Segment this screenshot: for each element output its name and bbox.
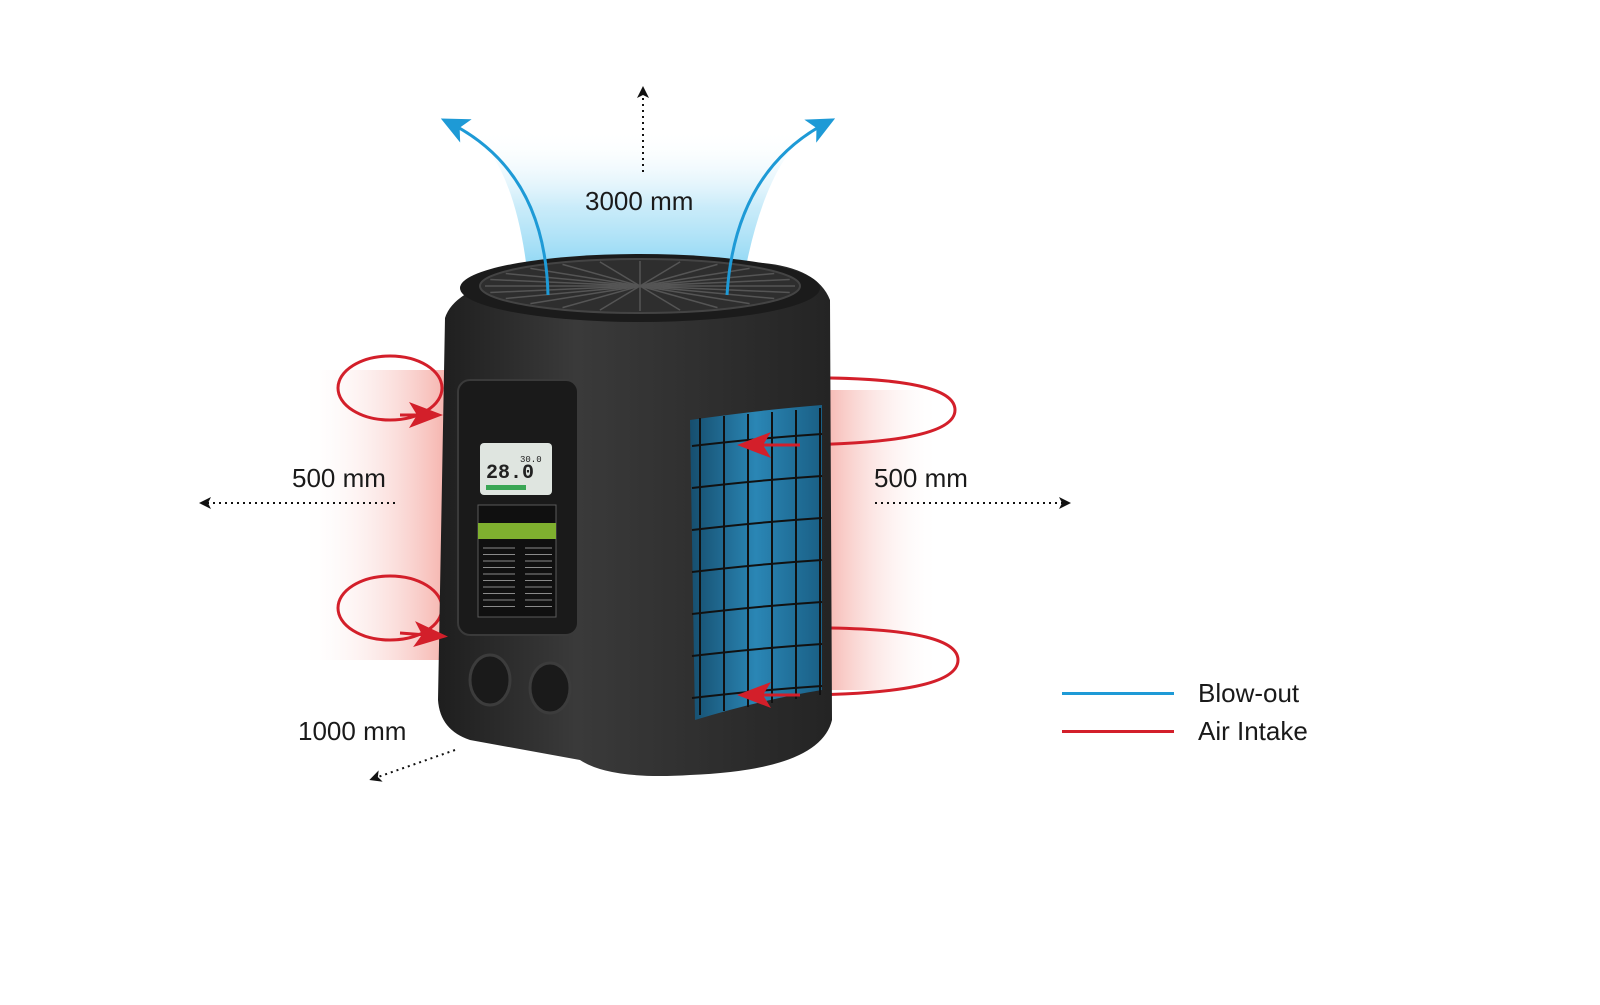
grille-wire-mesh <box>691 408 823 715</box>
fan-spoke <box>639 278 790 287</box>
fan-spoke <box>639 263 718 287</box>
grille-wire-horizontal <box>691 475 823 489</box>
blowout-arrow-left <box>440 118 550 296</box>
fan-spoke <box>530 267 641 287</box>
intake-loop-left-top <box>336 354 444 422</box>
grille-wire-horizontal <box>691 559 823 573</box>
label-green-band <box>478 523 556 539</box>
grille-wire-horizontal <box>691 517 823 531</box>
fan-spoke <box>562 263 641 287</box>
clearance-label-right: 500 mm <box>874 463 968 493</box>
heat-pump-unit: 28.0 30.0 <box>438 254 832 776</box>
fan-spoke <box>639 285 775 300</box>
fan-spoke <box>639 285 681 311</box>
clearance-arrow-front <box>369 749 456 782</box>
label-text-lines <box>483 547 552 607</box>
legend-swatch-blowout <box>1062 692 1174 695</box>
fan-spoke <box>639 285 718 309</box>
legend-label-intake: Air Intake <box>1198 716 1308 746</box>
fan-spoke <box>639 285 790 294</box>
fan-spoke <box>562 285 641 309</box>
fan-spoke <box>505 285 641 300</box>
control-panel-display <box>480 443 552 495</box>
fan-spoke <box>530 285 641 305</box>
grille-wire-horizontal <box>691 643 823 657</box>
blowout-glow <box>470 130 810 300</box>
water-outlet-port <box>528 661 572 715</box>
blowout-arrow-right <box>725 118 836 296</box>
intake-loop-right-bottom <box>789 626 960 697</box>
display-small-reading: 30.0 <box>520 455 542 465</box>
intake-arrow-left-bottom <box>399 621 448 648</box>
intake-loop-right-top <box>779 376 957 447</box>
clearance-label-front: 1000 mm <box>298 716 407 746</box>
fan-spoke <box>639 272 775 287</box>
legend-label-blowout: Blow-out <box>1198 678 1300 708</box>
fan-spoke <box>639 267 750 287</box>
legend-swatch-intake <box>1062 730 1174 733</box>
display-bar-indicator <box>486 485 526 490</box>
fan-spoke <box>490 285 641 294</box>
fan-spoke <box>599 285 641 311</box>
legend-item-intake: Air Intake <box>1062 716 1308 747</box>
fan-spoke <box>505 272 641 287</box>
side-grille <box>690 405 822 720</box>
water-inlet-port <box>468 653 512 707</box>
fan-spoke <box>639 261 681 287</box>
fan-spokes <box>485 261 795 311</box>
grille-wire-horizontal <box>691 601 823 615</box>
legend-item-blowout: Blow-out <box>1062 678 1299 709</box>
clearance-label-top: 3000 mm <box>585 186 694 216</box>
fan-spoke <box>639 285 750 305</box>
clearance-label-left: 500 mm <box>292 463 386 493</box>
display-main-reading: 28.0 <box>486 462 534 485</box>
fan-spoke <box>490 278 641 287</box>
fan-spoke <box>599 261 641 287</box>
